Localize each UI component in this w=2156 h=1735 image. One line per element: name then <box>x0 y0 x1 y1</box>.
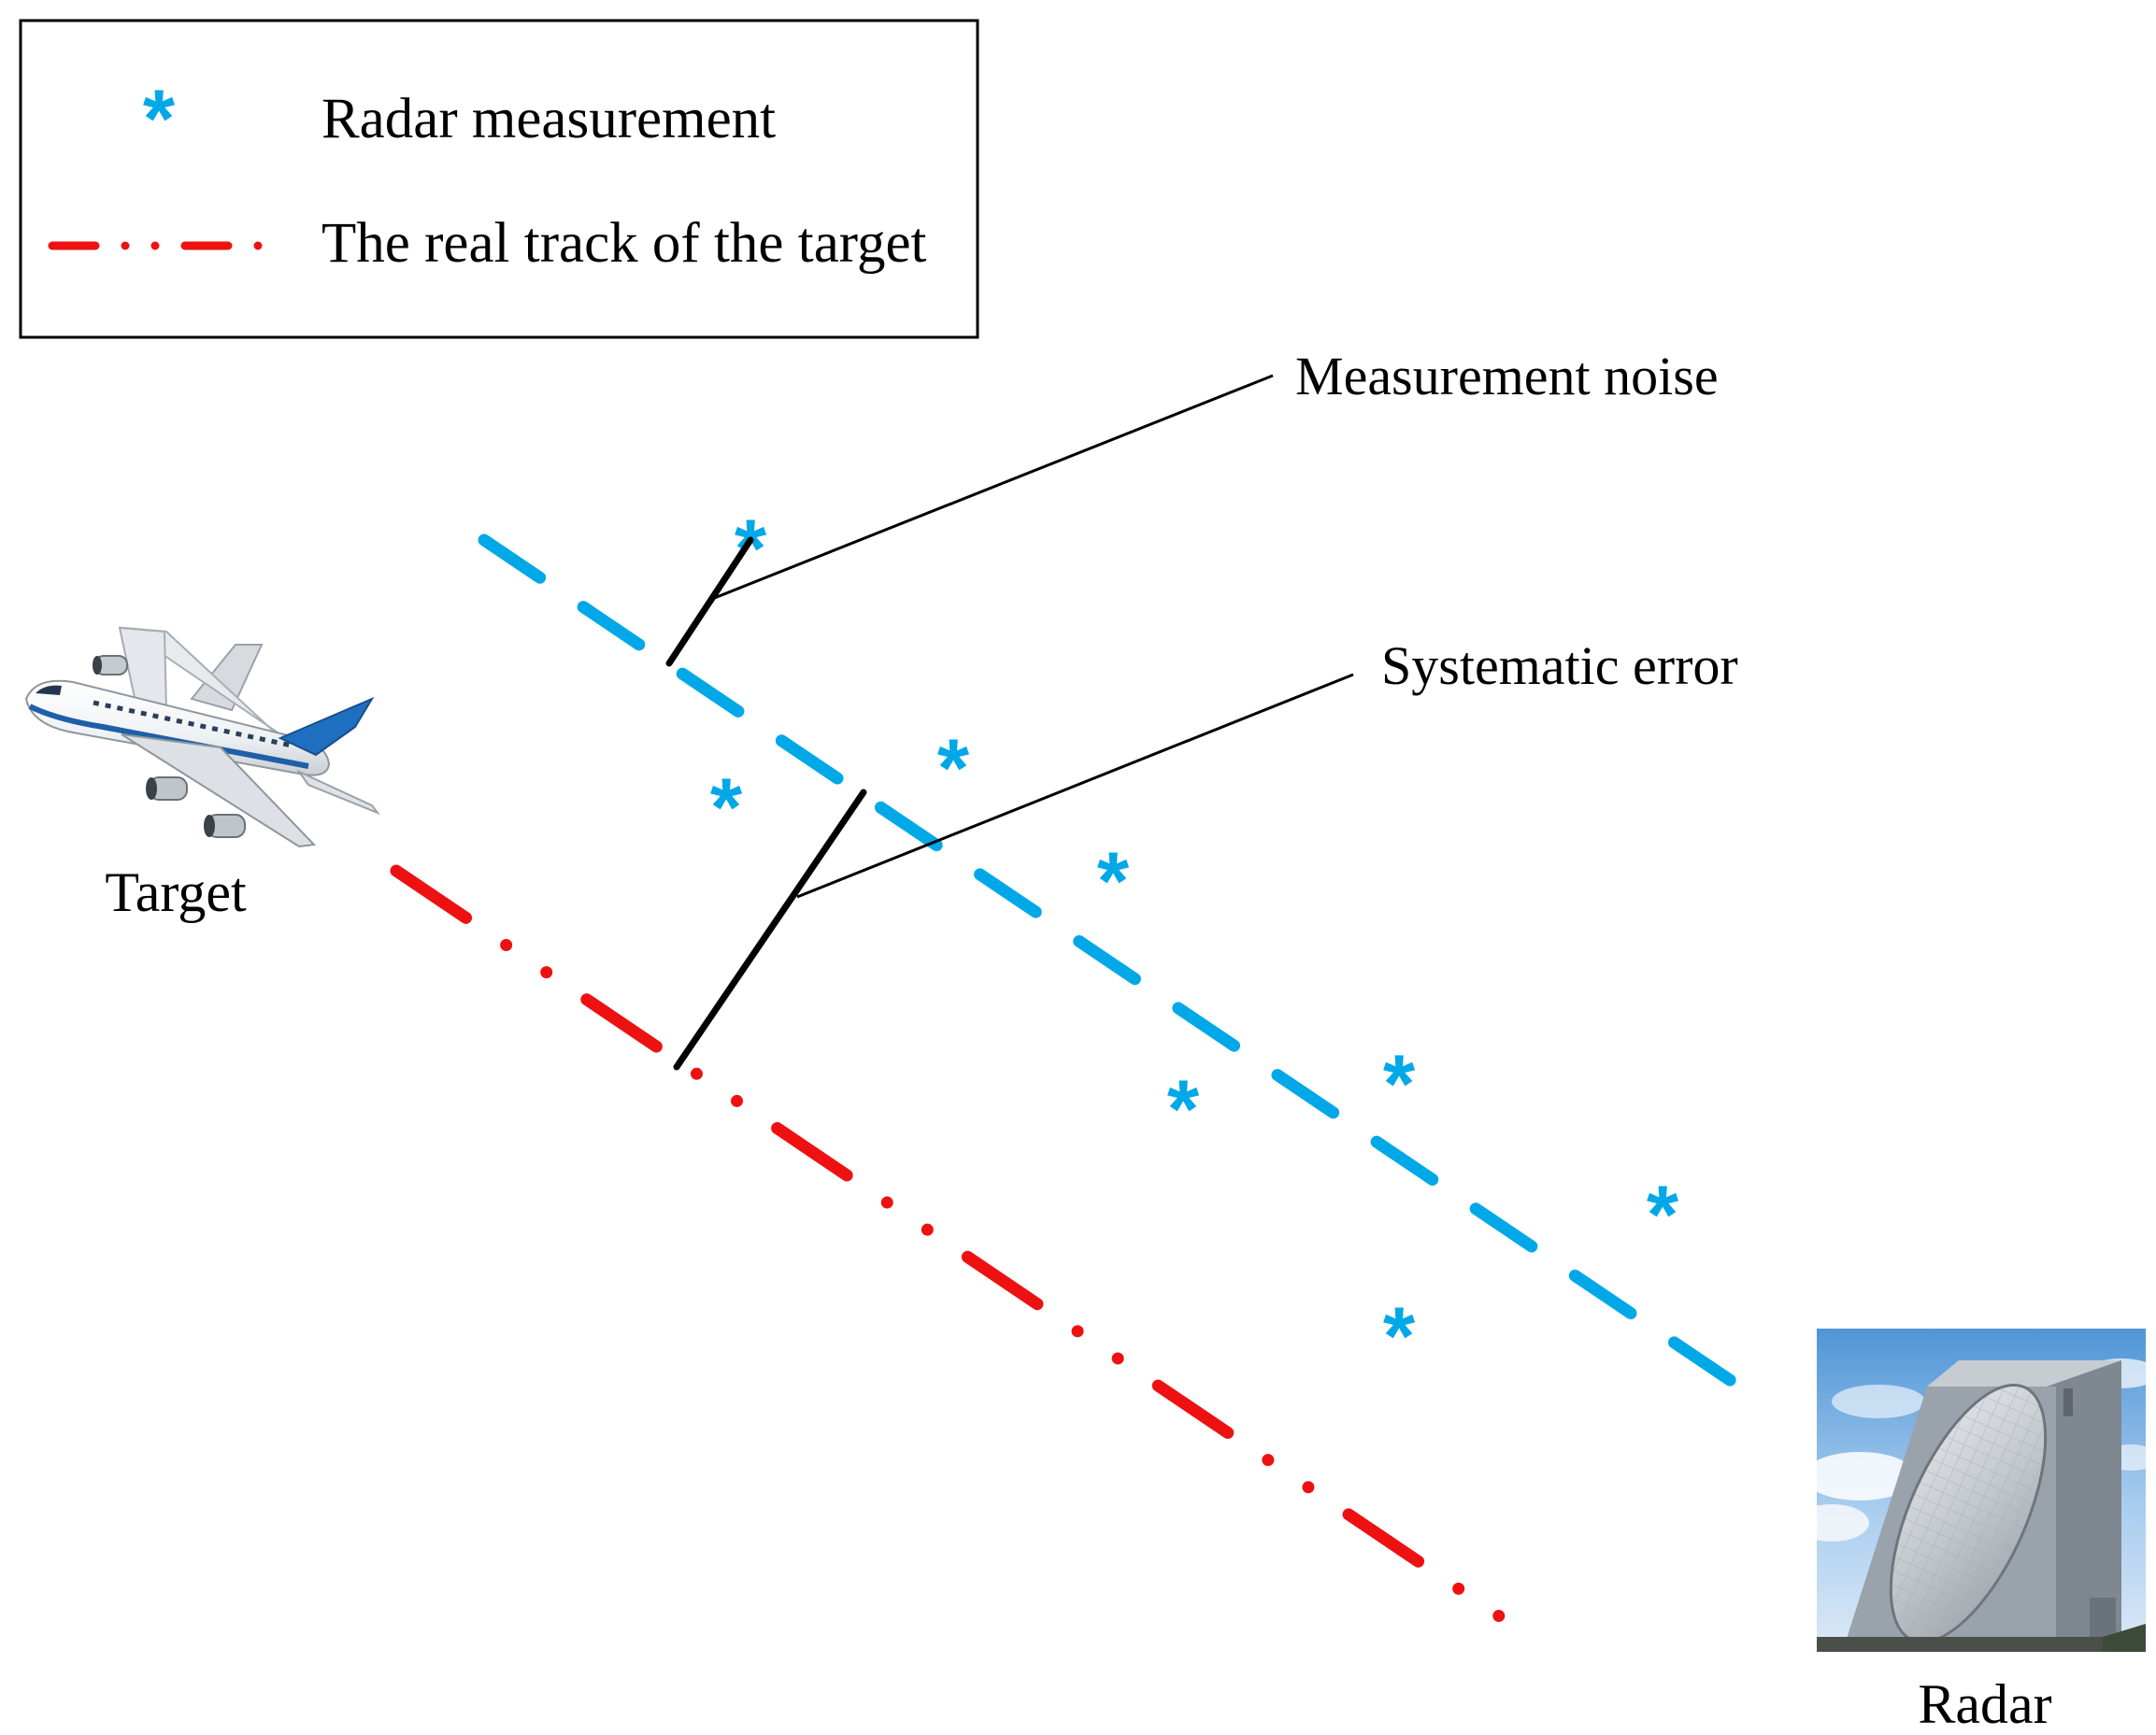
measurement-noise-annotation: Measurement noise <box>665 346 1719 667</box>
error-bracket-line <box>673 789 867 1071</box>
measurement-marker: * <box>1647 1168 1679 1260</box>
measurement-marker: * <box>937 721 970 814</box>
legend-frame <box>19 19 979 339</box>
noise-leader-line <box>711 374 1274 601</box>
systematic-error-label: Systematic error <box>1381 635 1738 696</box>
measured-track-line <box>478 533 1765 1406</box>
measurement-noise-label: Measurement noise <box>1295 346 1719 406</box>
airplane-icon <box>24 626 380 848</box>
radar-building-icon <box>1817 1329 2146 1652</box>
radar-measurements: * * * * * * * * <box>710 502 1679 1382</box>
legend-track-label: The real track of the target <box>321 212 927 275</box>
measurement-marker: * <box>1383 1289 1416 1382</box>
noise-bracket-line <box>665 536 754 667</box>
measurement-marker: * <box>710 761 743 853</box>
radar-label: Radar <box>1918 1673 2051 1735</box>
legend-measurement-label: Radar measurement <box>321 88 776 150</box>
systematic-error-annotation: Systematic error <box>673 635 1738 1071</box>
measurement-marker: * <box>1167 1062 1200 1155</box>
target-label: Target <box>105 861 247 923</box>
measurement-marker: * <box>1383 1037 1416 1130</box>
legend-measurement-symbol: * <box>143 72 176 164</box>
real-track-line <box>390 864 1539 1645</box>
legend: * Radar measurement The real track of th… <box>19 19 979 339</box>
measurement-marker: * <box>1097 834 1130 927</box>
error-leader-line <box>796 673 1354 899</box>
